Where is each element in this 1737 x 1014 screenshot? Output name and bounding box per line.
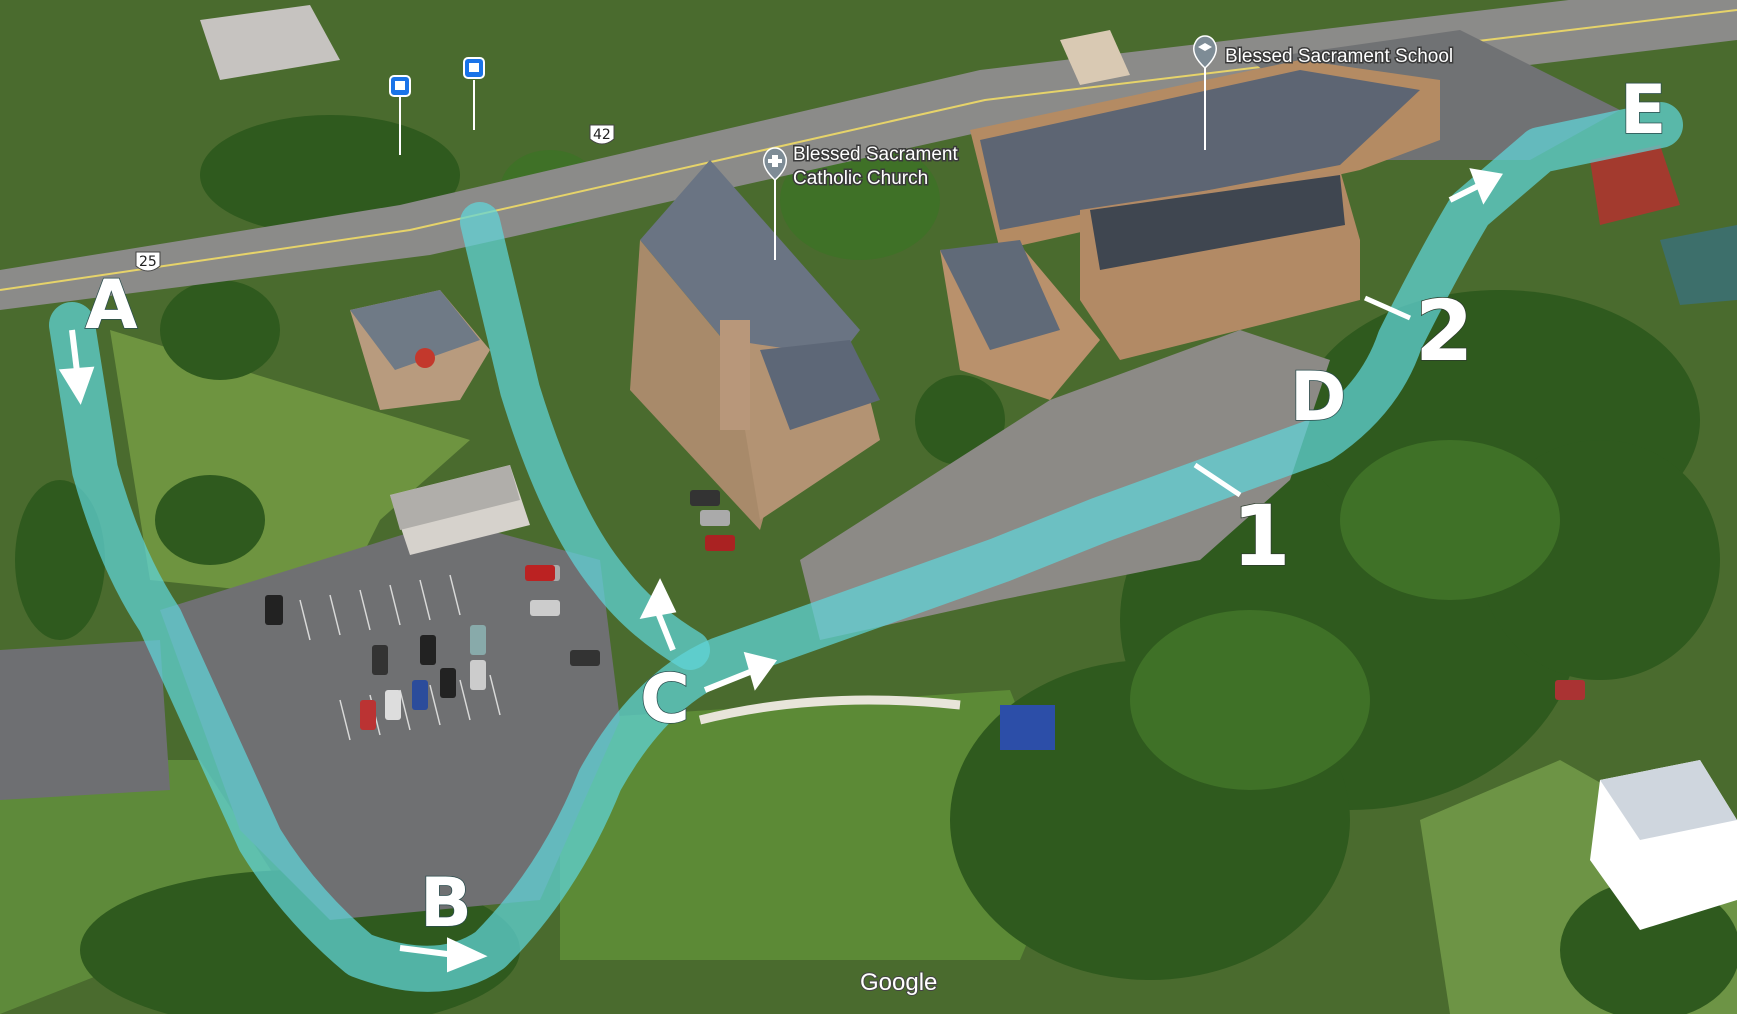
bus-stop-icon[interactable]: [463, 57, 485, 130]
route-path: [49, 102, 1683, 992]
arrow-up-right-icon: [1448, 168, 1503, 205]
marker-2-line: [1363, 295, 1412, 321]
route-25-shield[interactable]: 25: [135, 251, 161, 272]
lawn-south: [560, 690, 1070, 960]
route-point-c: C: [640, 660, 690, 739]
route-point-b: B: [420, 864, 472, 943]
school-label[interactable]: Blessed Sacrament School: [1224, 45, 1455, 69]
walking-route: [49, 102, 1683, 992]
marker-2: 2: [1415, 282, 1473, 380]
route-42-shield[interactable]: 42: [589, 124, 615, 145]
svg-text:42: 42: [593, 127, 611, 143]
house-west: [350, 290, 490, 410]
church-label-line2[interactable]: Catholic Church: [792, 167, 930, 191]
route-point-a: A: [85, 266, 138, 345]
garage-building: [390, 465, 530, 555]
church-pin-icon[interactable]: [762, 147, 788, 260]
route-arrows: [58, 168, 1503, 973]
arrow-up-icon: [639, 578, 677, 652]
marker-1-line: [1193, 462, 1242, 498]
church-label-line1[interactable]: Blessed Sacrament: [792, 143, 960, 167]
arrow-down-icon: [58, 329, 95, 405]
church-building: [630, 160, 880, 530]
houses-east: [200, 5, 1737, 930]
lawn-southwest: [0, 760, 290, 1014]
arrow-right-icon: [399, 937, 488, 973]
parking-lot-far-west: [0, 640, 170, 800]
route-point-e: E: [1620, 71, 1666, 150]
marker-1: 1: [1232, 487, 1290, 585]
google-attribution: Google: [860, 969, 937, 996]
school-building: [940, 60, 1440, 400]
parked-cars: [265, 490, 1585, 730]
route-spur: [460, 202, 710, 670]
route-point-d: D: [1290, 358, 1346, 437]
arrow-right-up-icon: [703, 651, 778, 693]
footpath: [698, 695, 961, 725]
svg-text:25: 25: [139, 254, 157, 270]
bus-stop-icon[interactable]: [389, 75, 411, 155]
school-pin-icon[interactable]: [1192, 35, 1218, 150]
playground-equipment: [1000, 705, 1055, 750]
